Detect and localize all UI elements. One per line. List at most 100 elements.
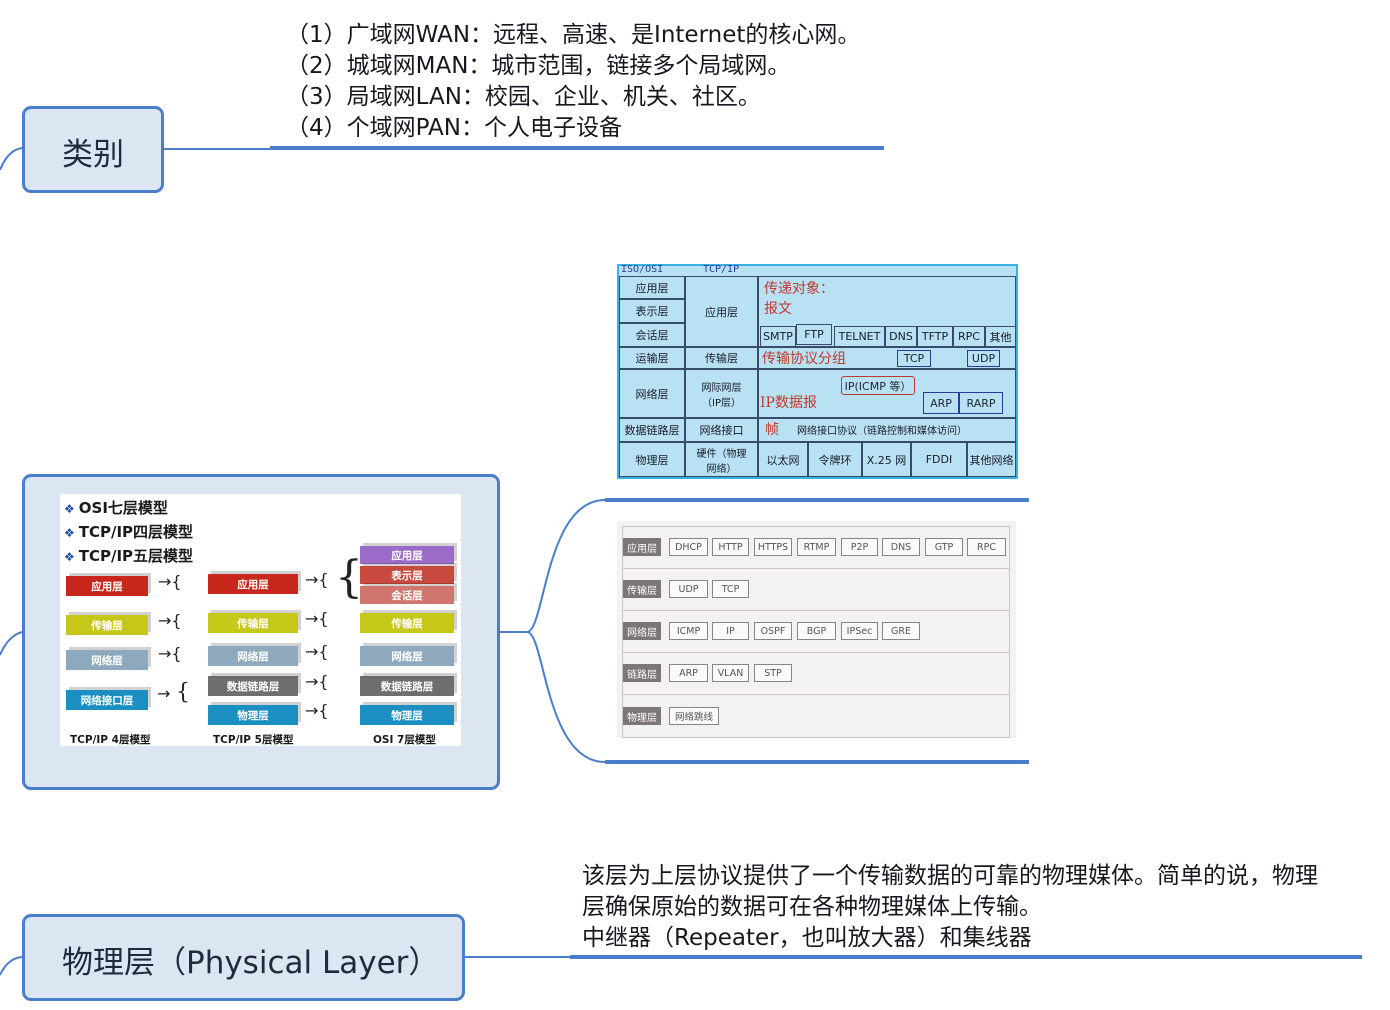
- row-tag-link: 链路层: [623, 664, 661, 682]
- physical-line-3: 中继器（Repeater，也叫放大器）和集线器: [582, 923, 1318, 954]
- physical-layer-note: 该层为上层协议提供了一个传输数据的可靠的物理媒体。简单的说，物理 层确保原始的数…: [582, 861, 1318, 954]
- rarp-box: RARP: [959, 392, 1003, 414]
- row-separator: [622, 568, 1010, 569]
- deliver-label: 传递对象：: [764, 278, 834, 298]
- tcp-box: TCP: [897, 350, 931, 367]
- chip-udp: UDP: [669, 580, 708, 598]
- row-tag-transport: 传输层: [623, 580, 661, 598]
- arrow: →{: [158, 611, 182, 630]
- frame-label: 帧: [765, 419, 779, 439]
- chip-tcp: TCP: [712, 580, 749, 598]
- col7-phys: 物理层: [360, 705, 454, 725]
- row-tag-network: 网络层: [623, 622, 661, 640]
- col4-iface: 网络接口层: [66, 690, 148, 710]
- net-x25: X.25 网: [862, 442, 911, 477]
- tcp-head: TCP/IP: [703, 264, 739, 275]
- chip-stp: STP: [754, 664, 792, 682]
- arrow: →{: [305, 570, 329, 589]
- brace: {: [176, 680, 190, 705]
- col7-link: 数据链路层: [360, 676, 454, 696]
- arrow: →{: [158, 644, 182, 663]
- arrow: →{: [305, 642, 329, 661]
- chip-bgp: BGP: [797, 622, 836, 640]
- col7-sess: 会话层: [360, 586, 454, 604]
- col5-trans: 传输层: [208, 613, 298, 633]
- chip-dhcp: DHCP: [669, 538, 708, 556]
- iso-image-underline: [605, 498, 1029, 502]
- net-token-ring: 令牌环: [808, 442, 862, 477]
- row-separator: [622, 652, 1010, 653]
- row-tag-physical: 物理层: [623, 707, 661, 725]
- chip-rpc: RPC: [967, 538, 1006, 556]
- osi-sess: 会话层: [619, 323, 685, 347]
- physical-layer-underline: [570, 955, 1362, 959]
- osi-net: 网络层: [619, 369, 685, 418]
- proto-rpc: RPC: [953, 326, 985, 347]
- col5-phys: 物理层: [208, 705, 298, 725]
- chip-gtp: GTP: [925, 538, 963, 556]
- proto-smtp: SMTP: [760, 326, 796, 347]
- bullet-tcp4: ❖TCP/IP四层模型: [64, 521, 193, 542]
- message-label: 报文: [764, 298, 792, 318]
- osi-app: 应用层: [619, 276, 685, 299]
- row-tag-application: 应用层: [623, 538, 661, 556]
- layer-table-underline: [605, 760, 1029, 764]
- category-line-1: （1）广域网WAN：远程、高速、是Internet的核心网。: [286, 20, 860, 51]
- col4-net: 网络层: [66, 650, 148, 670]
- col4-app: 应用层: [66, 576, 148, 596]
- chip-vlan: VLAN: [712, 664, 749, 682]
- iso-head: ISO/OSI: [621, 264, 663, 275]
- chip-http: HTTP: [712, 538, 749, 556]
- col5-link: 数据链路层: [208, 676, 298, 696]
- category-label: 类别: [62, 129, 124, 174]
- net-other: 其他网络: [967, 442, 1016, 477]
- chip-p2p: P2P: [841, 538, 878, 556]
- chip-dns: DNS: [882, 538, 920, 556]
- tcp-iface: 网络接口: [685, 418, 758, 442]
- category-line-4: （4）个域网PAN：个人电子设备: [286, 113, 860, 144]
- arrow-line: →: [157, 684, 170, 703]
- chip-ospf: OSPF: [754, 622, 792, 640]
- col5-net: 网络层: [208, 646, 298, 666]
- arrow: →{: [305, 701, 329, 720]
- category-underline: [270, 146, 884, 150]
- row-separator: [622, 694, 1010, 695]
- brace: {: [335, 552, 363, 603]
- col4-trans: 传输层: [66, 615, 148, 635]
- arp-box: ARP: [923, 392, 959, 414]
- caption-osi7: OSI 7层模型: [373, 732, 436, 747]
- col7-net: 网络层: [360, 646, 454, 666]
- iso-tcpip-comparison-image: ISO/OSI TCP/IP 应用层 表示层 会话层 运输层 网络层 数据链路层…: [617, 264, 1018, 479]
- osi-link: 数据链路层: [619, 418, 685, 442]
- col7-trans: 传输层: [360, 613, 454, 633]
- proto-telnet: TELNET: [834, 326, 885, 347]
- chip-arp: ARP: [669, 664, 708, 682]
- network-models-image: ❖OSI七层模型 ❖TCP/IP四层模型 ❖TCP/IP五层模型 应用层 传输层…: [60, 494, 461, 746]
- proto-ftp: FTP: [796, 324, 832, 345]
- chip-patch-cable: 网络跳线: [669, 707, 719, 725]
- category-line-2: （2）城域网MAN：城市范围，链接多个局域网。: [286, 51, 860, 82]
- chip-ipsec: IPSec: [841, 622, 878, 640]
- osi-trans: 运输层: [619, 347, 685, 369]
- col7-pres: 表示层: [360, 566, 454, 584]
- tcp-ip: 网际网层（IP层）: [685, 369, 758, 418]
- physical-line-2: 层确保原始的数据可在各种物理媒体上传输。: [582, 892, 1318, 923]
- proto-tftp: TFTP: [917, 326, 953, 347]
- datagram-label: IP数据报: [760, 392, 817, 412]
- iface-proto-label: 网络接口协议（链路控制和媒体访问）: [797, 422, 967, 437]
- arrow: →{: [305, 609, 329, 628]
- net-fddi: FDDI: [911, 442, 967, 477]
- proto-dns: DNS: [885, 326, 917, 347]
- category-note: （1）广域网WAN：远程、高速、是Internet的核心网。 （2）城域网MAN…: [286, 20, 860, 144]
- proto-other: 其他: [985, 326, 1016, 347]
- chip-https: HTTPS: [754, 538, 792, 556]
- udp-box: UDP: [967, 350, 1000, 367]
- chip-rtmp: RTMP: [797, 538, 836, 556]
- arrow: →{: [305, 672, 329, 691]
- caption-tcp4: TCP/IP 4层模型: [70, 732, 150, 747]
- ip-icmp-box: IP(ICMP 等）: [841, 376, 915, 395]
- tcp-hw: 硬件（物理网络）: [685, 442, 758, 477]
- osi-phys: 物理层: [619, 442, 685, 477]
- bullet-osi: ❖OSI七层模型: [64, 497, 168, 518]
- caption-tcp5: TCP/IP 5层模型: [213, 732, 293, 747]
